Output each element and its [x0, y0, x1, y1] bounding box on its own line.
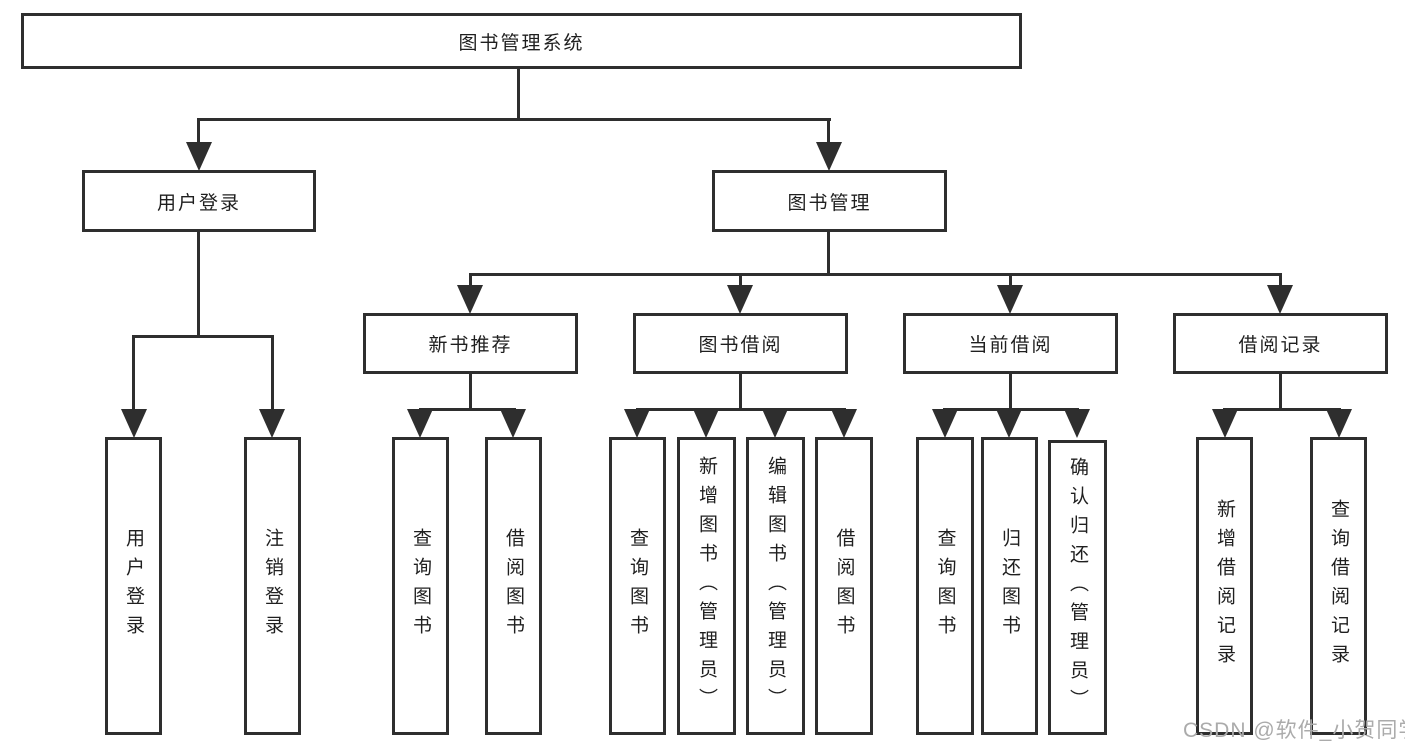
leaf-label: 借阅图书 [503, 528, 524, 644]
node-label: 借阅记录 [1238, 335, 1323, 356]
connector-line [517, 67, 520, 120]
node-label: 图书管理 [787, 192, 872, 214]
arrow-down-icon [762, 409, 788, 438]
leaf-label: 用户登录 [123, 528, 144, 644]
leaf-label: 归还图书 [999, 528, 1020, 644]
connector-line [1009, 372, 1012, 410]
connector-line [1279, 372, 1282, 410]
arrow-down-icon [693, 409, 719, 438]
arrow-down-icon [996, 409, 1022, 438]
leaf-user-login: 用户登录 [105, 437, 162, 735]
connector-line [1223, 408, 1341, 411]
leaf-label: 借阅图书 [833, 528, 855, 644]
leaf-label: 查询图书 [627, 528, 648, 644]
leaf-query-borrow-record: 查询借阅记录 [1310, 437, 1367, 735]
arrow-down-icon [500, 409, 526, 438]
connector-line [132, 335, 135, 411]
node-book-borrow: 图书借阅 [633, 313, 848, 374]
arrow-down-icon [997, 285, 1023, 314]
connector-line [739, 372, 742, 410]
arrow-down-icon [1212, 409, 1238, 438]
connector-line [469, 273, 472, 287]
connector-line [469, 372, 472, 410]
arrow-down-icon [259, 409, 285, 438]
connector-line [1009, 273, 1012, 287]
leaf-label: 查询借阅记录 [1328, 499, 1349, 673]
leaf-query-books-recommend: 查询图书 [392, 437, 449, 735]
arrow-down-icon [457, 285, 483, 314]
leaf-borrow-books: 借阅图书 [815, 437, 873, 735]
leaf-label: 新增图书（管理员） [696, 455, 717, 717]
node-label: 用户登录 [156, 192, 241, 214]
leaf-add-book-admin: 新增图书（管理员） [677, 437, 736, 735]
connector-line [1279, 273, 1282, 287]
leaf-label: 编辑图书（管理员） [765, 455, 786, 717]
leaf-logout: 注销登录 [244, 437, 301, 735]
leaf-add-borrow-record: 新增借阅记录 [1196, 437, 1253, 735]
leaf-borrow-books-recommend: 借阅图书 [485, 437, 542, 735]
node-user-login: 用户登录 [82, 170, 316, 232]
node-label: 图书借阅 [698, 335, 783, 356]
connector-line [132, 335, 274, 338]
connector-line [197, 118, 200, 146]
node-new-book-recommend: 新书推荐 [363, 313, 578, 374]
connector-line [636, 408, 846, 411]
node-current-borrow: 当前借阅 [903, 313, 1118, 374]
connector-line [827, 230, 830, 275]
arrow-down-icon [816, 142, 842, 171]
connector-line [419, 408, 516, 411]
node-borrow-records: 借阅记录 [1173, 313, 1388, 374]
arrow-down-icon [407, 409, 433, 438]
leaf-label: 注销登录 [262, 528, 283, 644]
leaf-confirm-return-admin: 确认归还（管理员） [1048, 440, 1107, 735]
arrow-down-icon [1267, 285, 1293, 314]
leaf-label: 查询图书 [410, 528, 431, 644]
leaf-label: 查询图书 [934, 528, 956, 644]
connector-line [469, 273, 1282, 276]
arrow-down-icon [727, 285, 753, 314]
leaf-label: 确认归还（管理员） [1067, 457, 1088, 718]
arrow-down-icon [1326, 409, 1352, 438]
connector-line [197, 230, 200, 337]
connector-line [197, 118, 831, 121]
leaf-query-books-current: 查询图书 [916, 437, 974, 735]
leaf-edit-book-admin: 编辑图书（管理员） [746, 437, 805, 735]
leaf-return-books: 归还图书 [981, 437, 1038, 735]
arrow-down-icon [186, 142, 212, 171]
node-label: 新书推荐 [428, 335, 513, 356]
arrow-down-icon [121, 409, 147, 438]
connector-line [827, 118, 830, 146]
connector-line [739, 273, 742, 287]
arrow-down-icon [1064, 409, 1090, 438]
arrow-down-icon [831, 409, 857, 438]
arrow-down-icon [624, 409, 650, 438]
leaf-label: 新增借阅记录 [1214, 499, 1235, 673]
node-label: 图书管理系统 [458, 32, 585, 54]
arrow-down-icon [932, 409, 958, 438]
node-label: 当前借阅 [968, 335, 1053, 356]
leaf-query-books-borrow: 查询图书 [609, 437, 666, 735]
connector-line [271, 335, 274, 411]
node-book-management: 图书管理 [712, 170, 947, 232]
node-library-management-system: 图书管理系统 [21, 13, 1022, 69]
watermark: CSDN @软件_小贺同学 [1183, 719, 1405, 742]
